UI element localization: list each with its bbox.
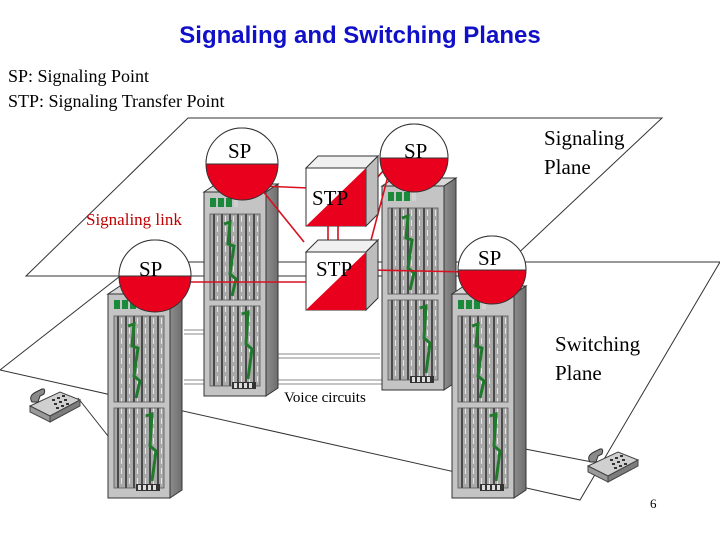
switch-bottom-right xyxy=(450,284,528,500)
slide-number: 6 xyxy=(650,496,657,511)
switching-plane-label: Switching Plane xyxy=(555,330,640,388)
sp-label-bottom-right: SP xyxy=(478,246,502,270)
telephone-icon-right xyxy=(587,448,639,483)
switch-top-left xyxy=(202,182,280,398)
sp-sphere-top-left xyxy=(205,127,279,201)
switch-top-right xyxy=(380,176,458,392)
switching-plane-label-line2: Plane xyxy=(555,361,602,385)
stp-box-top xyxy=(304,154,380,228)
signaling-link-label: Signaling link xyxy=(86,210,182,229)
sp-sphere-bottom-right xyxy=(457,235,527,305)
sp-definition: SP: Signaling Point xyxy=(8,66,150,86)
voice-circuits-label: Voice circuits xyxy=(284,390,366,406)
signaling-plane-label-line1: Signaling xyxy=(544,126,625,150)
stp-definition: STP: Signaling Transfer Point xyxy=(8,91,225,111)
slide-title: Signaling and Switching Planes xyxy=(179,22,541,49)
stp-box-bottom xyxy=(304,238,380,312)
sp-label-bottom-left: SP xyxy=(139,257,163,281)
signaling-plane-label-line2: Plane xyxy=(544,155,591,179)
telephone-icon-left xyxy=(29,388,81,423)
sp-sphere-bottom-left xyxy=(118,239,192,313)
switching-plane xyxy=(0,261,720,501)
switching-plane-label-line1: Switching xyxy=(555,332,641,356)
sp-sphere-top-right xyxy=(379,123,449,193)
switch-bottom-left xyxy=(106,284,184,500)
stp-label-top: STP xyxy=(312,186,349,210)
sp-label-top-right: SP xyxy=(404,139,428,163)
phone-line-left xyxy=(77,397,109,437)
stp-label-bottom: STP xyxy=(316,257,353,281)
signaling-plane-label: Signaling Plane xyxy=(544,124,625,182)
phone-line-right xyxy=(519,447,593,463)
sp-label-top-left: SP xyxy=(228,139,252,163)
